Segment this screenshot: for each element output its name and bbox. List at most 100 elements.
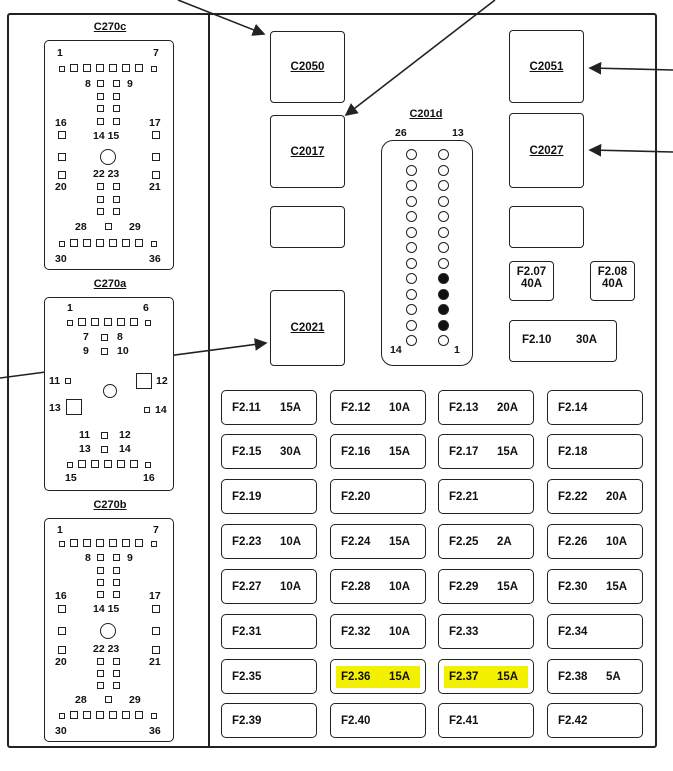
terminal — [96, 539, 104, 547]
pin-label: 14 — [155, 404, 167, 416]
relay-c2051: C2051 — [509, 30, 584, 103]
terminal — [113, 579, 120, 586]
fuse-id: F2.21 — [449, 491, 479, 503]
terminal — [109, 711, 117, 719]
fuse-f2-41: F2.41 — [438, 703, 534, 738]
fuse-id: F2.07 — [516, 266, 547, 278]
terminal — [144, 407, 150, 413]
fuse-id: F2.25 — [449, 536, 479, 548]
fuse-amp: 30A — [280, 446, 302, 458]
pin-label: 16 — [55, 590, 67, 602]
pin-label: 20 — [55, 181, 67, 193]
fuse-amp: 15A — [389, 536, 411, 548]
terminal — [96, 239, 104, 247]
c201d-pin — [438, 195, 449, 207]
highlight-marker — [444, 666, 528, 688]
terminal — [70, 539, 78, 547]
pin-label: 21 — [149, 181, 161, 193]
relay-c2017: C2017 — [270, 115, 345, 188]
terminal — [70, 239, 78, 247]
terminal — [130, 318, 138, 326]
fuse-f2-25: F2.25 2A — [438, 524, 534, 559]
terminal — [97, 80, 104, 87]
terminal — [109, 64, 117, 72]
terminal — [117, 318, 125, 326]
c270c-title: C270c — [93, 21, 127, 33]
fuse-id: F2.22 — [558, 491, 588, 503]
c270b-title: C270b — [93, 499, 127, 511]
terminal — [70, 64, 78, 72]
terminal — [83, 239, 91, 247]
pin-label: 26 — [395, 127, 407, 139]
pin-label: 13 — [49, 402, 61, 414]
terminal — [59, 541, 65, 547]
pin-label: 8 — [117, 331, 123, 343]
fuse-id: F2.28 — [341, 581, 371, 593]
terminal — [145, 320, 151, 326]
pin-label: 36 — [149, 725, 161, 737]
terminal — [97, 658, 104, 665]
center-stud — [100, 623, 116, 639]
terminal — [101, 446, 108, 453]
pin-label: 11 — [49, 375, 61, 387]
fuse-amp: 15A — [497, 671, 519, 683]
terminal — [135, 239, 143, 247]
arrow-to-c2050 — [177, 0, 266, 36]
c201d-connector: 14 1 — [381, 140, 473, 366]
terminal — [97, 579, 104, 586]
c201d-pin — [438, 211, 449, 222]
pin-label: 22 23 — [93, 168, 120, 180]
c201d-pin — [406, 273, 417, 284]
terminal — [59, 241, 65, 247]
terminal — [151, 241, 157, 247]
fuse-amp: 15A — [389, 671, 411, 683]
pin-label: 36 — [149, 253, 161, 265]
terminal — [58, 646, 66, 654]
terminal — [152, 627, 160, 635]
c201d-pin — [406, 257, 417, 269]
fuse-f2-18: F2.18 — [547, 434, 643, 469]
terminal — [83, 711, 91, 719]
terminal — [97, 208, 104, 215]
terminal — [104, 318, 112, 326]
center-stud — [100, 149, 116, 165]
terminal — [113, 183, 120, 190]
fuse-id: F2.42 — [558, 715, 588, 727]
terminal — [58, 627, 66, 635]
pin-label: 6 — [143, 302, 149, 314]
terminal — [96, 711, 104, 719]
terminal — [130, 460, 138, 468]
fuse-amp: 10A — [606, 536, 628, 548]
fuse-id: F2.14 — [558, 402, 588, 414]
fuse-id: F2.32 — [341, 626, 371, 638]
pin-label: 8 — [85, 78, 91, 90]
relay-label: C2051 — [529, 60, 564, 73]
relay-label: C2021 — [290, 322, 325, 334]
pin-label: 16 — [55, 117, 67, 129]
fuse-f2-08: F2.08 40A — [590, 261, 635, 301]
terminal — [122, 539, 130, 547]
pin-label: 14 — [390, 344, 402, 356]
terminal — [97, 196, 104, 203]
fuse-amp: 2A — [497, 536, 512, 548]
c270b-connector: 1 7 8 9 16 17 14 15 22 23 20 21 28 29 30… — [44, 518, 174, 742]
terminal — [135, 539, 143, 547]
fuse-f2-42: F2.42 — [547, 703, 643, 738]
terminal — [105, 696, 112, 703]
terminal — [96, 64, 104, 72]
c201d-pin — [406, 164, 417, 176]
terminal — [122, 239, 130, 247]
fuse-f2-40: F2.40 — [330, 703, 426, 738]
terminal — [101, 348, 108, 355]
terminal — [135, 64, 143, 72]
terminal — [59, 66, 65, 72]
fuse-amp: 40A — [601, 278, 624, 290]
terminal — [58, 171, 66, 179]
pin-label: 8 — [85, 552, 91, 564]
